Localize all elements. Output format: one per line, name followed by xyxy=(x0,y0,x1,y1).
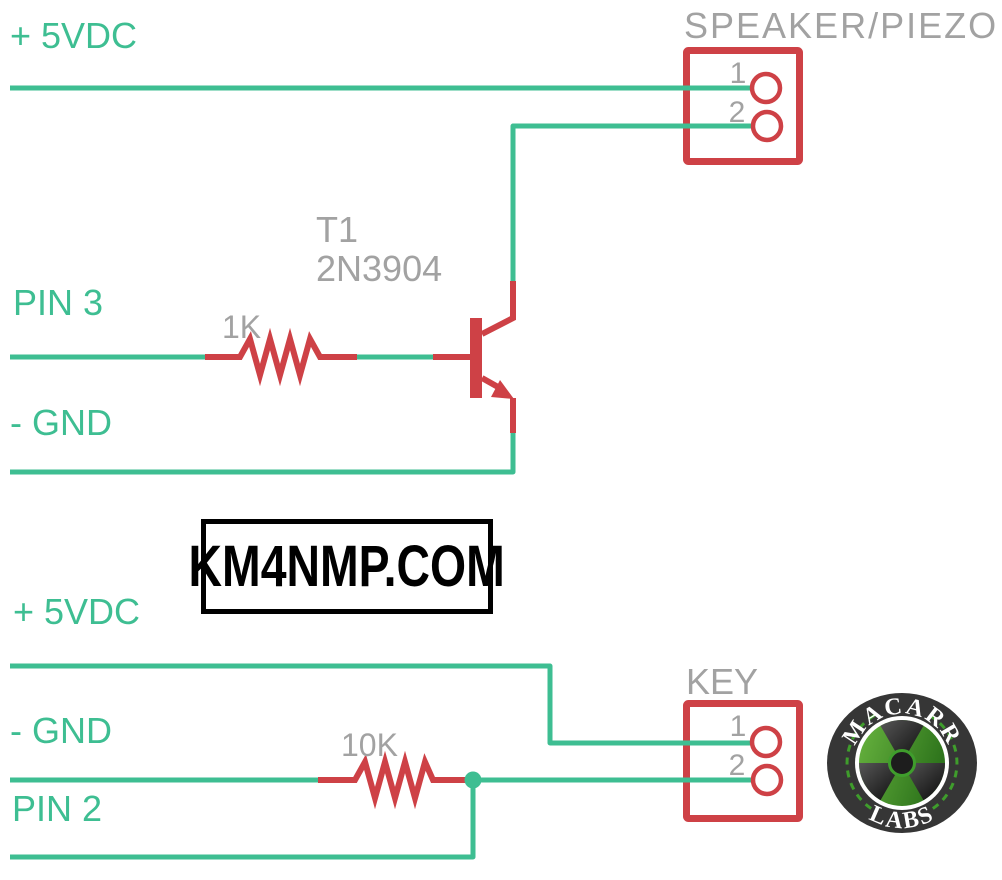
logo-dashed-arc-right xyxy=(928,714,959,812)
speaker-pin1-pad xyxy=(749,71,783,105)
transistor-base-bar xyxy=(470,318,482,398)
components xyxy=(205,281,516,810)
radiation-trefoil-icon xyxy=(859,720,945,801)
macarr-labs-logo: MACARR LABS xyxy=(827,693,977,835)
speaker-pin2-number: 2 xyxy=(728,96,746,129)
label-speaker-piezo: SPEAKER/PIEZO xyxy=(684,5,999,46)
transistor-emitter-arrow xyxy=(491,380,514,399)
label-transistor-part: 2N3904 xyxy=(316,248,443,289)
label-key: KEY xyxy=(686,661,759,702)
wire-gnd-top xyxy=(10,433,516,475)
label-gnd-top: - GND xyxy=(10,402,112,443)
transistor-collector-lead xyxy=(480,281,516,337)
connector-pins xyxy=(749,71,784,797)
speaker-pin2-pad xyxy=(750,109,784,143)
speaker-connector-box xyxy=(683,47,803,165)
wire-5vdc-bottom xyxy=(10,663,753,746)
junction-dot xyxy=(464,771,482,789)
logo-center-hub xyxy=(888,749,916,777)
wire-speaker-pin2 xyxy=(510,123,754,281)
resistor-10k xyxy=(318,750,466,810)
label-transistor-ref: T1 xyxy=(316,209,359,250)
label-5vdc-top: + 5VDC xyxy=(10,15,138,56)
speaker-pin1-number: 1 xyxy=(729,57,747,90)
key-pin2-pad xyxy=(750,763,784,797)
key-connector-box xyxy=(683,700,803,822)
label-pin3: PIN 3 xyxy=(13,282,104,323)
wire-pin2-bottom xyxy=(10,780,476,860)
label-resistor-10k: 10K xyxy=(341,727,398,763)
resistor-1k xyxy=(205,327,357,387)
key-pin1-pad xyxy=(749,725,783,759)
label-gnd-bottom: - GND xyxy=(10,710,112,751)
key-pin1-number: 1 xyxy=(729,710,747,743)
label-resistor-1k: 1K xyxy=(222,309,262,345)
label-5vdc-bottom: + 5VDC xyxy=(13,591,141,632)
key-pin2-number: 2 xyxy=(728,749,746,782)
wires xyxy=(10,85,754,860)
label-pin2: PIN 2 xyxy=(12,788,103,829)
watermark-box: KM4NMP.COM xyxy=(189,519,505,614)
watermark-text: KM4NMP.COM xyxy=(188,534,506,599)
transistor-emitter-lead xyxy=(480,375,516,433)
logo-dashed-arc-left xyxy=(845,714,876,812)
